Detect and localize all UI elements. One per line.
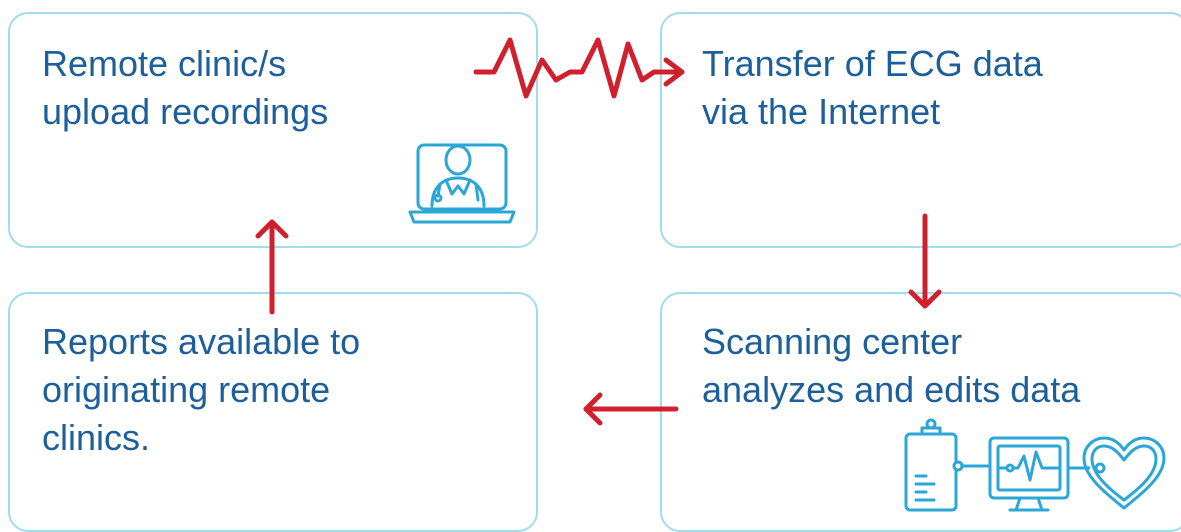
step-text-scanning-center: Scanning center analyzes and edits data xyxy=(702,321,1081,410)
step-text-reports: Reports available to originating remote … xyxy=(42,321,361,458)
step-box-reports: Reports available to originating remote … xyxy=(8,292,538,532)
step-text-remote-clinics: Remote clinic/s upload recordings xyxy=(42,43,329,132)
step-box-transfer: Transfer of ECG data via the Internet xyxy=(660,12,1181,248)
step-box-scanning-center: Scanning center analyzes and edits data xyxy=(660,292,1181,532)
step-text-transfer: Transfer of ECG data via the Internet xyxy=(702,43,1043,132)
step-box-remote-clinics: Remote clinic/s upload recordings xyxy=(8,12,538,248)
